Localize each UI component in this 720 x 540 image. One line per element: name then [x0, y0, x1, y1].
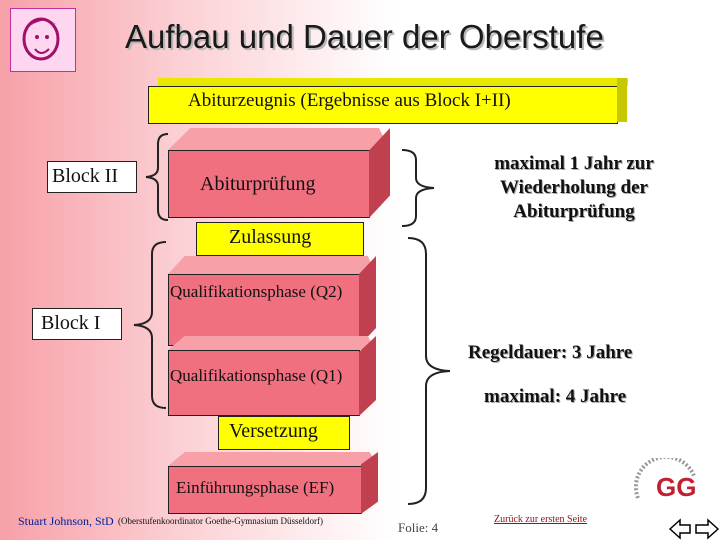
author-name: Stuart Johnson, StD	[18, 514, 114, 528]
maximal-text: maximal: 4 Jahre	[484, 386, 627, 407]
next-arrow-icon[interactable]	[695, 518, 720, 540]
goethe-portrait-icon	[22, 17, 60, 61]
nav-arrows	[668, 518, 720, 540]
school-logo	[10, 8, 76, 72]
q1-label: Qualifikationsphase (Q1)	[170, 366, 343, 385]
abiturzeugnis-box: Abiturzeugnis (Ergebnisse aus Block I+II…	[148, 78, 628, 124]
zulassung-label: Zulassung	[229, 226, 312, 248]
block1-brace	[133, 241, 167, 409]
versetzung-box: Versetzung	[218, 416, 350, 450]
regeldauer-text: Regeldauer: 3 Jahre	[468, 342, 633, 363]
author-note: (Oberstufenkoordinator Goethe-Gymnasium …	[118, 516, 323, 526]
q1-box: Qualifikationsphase (Q1)	[168, 336, 376, 416]
abiturzeugnis-label: Abiturzeugnis (Ergebnisse aus Block I+II…	[188, 90, 511, 111]
block2-brace	[145, 133, 169, 221]
seal-icon	[634, 454, 696, 499]
prev-arrow-icon[interactable]	[668, 518, 691, 540]
block2-label: Block II	[52, 165, 119, 187]
zulassung-box: Zulassung	[196, 222, 364, 256]
wiederholung-text: maximal 1 Jahr zur Wiederholung der Abit…	[494, 153, 654, 222]
slide-number: Folie: 4	[398, 520, 439, 535]
dauer-brace	[407, 237, 451, 505]
ef-box: Einführungsphase (EF)	[168, 452, 378, 514]
q2-label: Qualifikationsphase (Q2)	[170, 282, 343, 301]
wiederholung-brace	[401, 149, 435, 227]
q2-box: Qualifikationsphase (Q2)	[168, 256, 376, 346]
gg-badge: GG	[630, 454, 702, 514]
page-title: Aufbau und Dauer der Oberstufe	[125, 18, 604, 55]
block1-box: Block I	[32, 308, 122, 340]
back-link[interactable]: Zurück zur ersten Seite	[494, 514, 588, 525]
abiturpruefung-box: Abiturprüfung	[168, 128, 390, 218]
gg-badge-text: GG	[656, 472, 697, 502]
block1-label: Block I	[41, 312, 101, 334]
ef-label: Einführungsphase (EF)	[176, 478, 335, 497]
versetzung-label: Versetzung	[229, 420, 318, 442]
abiturpruefung-label: Abiturprüfung	[200, 173, 316, 195]
block2-box: Block II	[47, 161, 137, 193]
